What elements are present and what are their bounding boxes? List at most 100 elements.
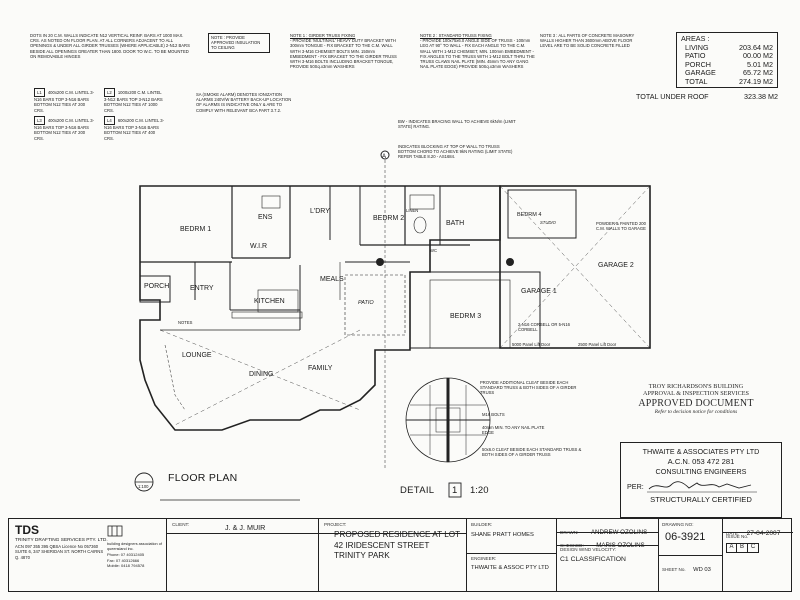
detail-note-edge: 40mm MIN. TO ANY NAIL PLATE EDGE [482,425,545,436]
under-roof-value: 323.38 [744,92,766,101]
issue-boxes: A B C [726,543,759,553]
lintel-l2: L2 1000x200 C.M. LINTEL 3-N12 BARS TOP 3… [104,88,166,113]
company-mobile: Mobile: 0418 794578 [107,562,145,568]
structurally-certified: STRUCTURALLY CERTIFIED [650,495,752,504]
detail-note-cleat-2: 50x6.0 CLEAT BESIDE EACH STANDARD TRUSS … [482,447,582,458]
project-cell: PROJECT: PROPOSED RESIDENCE AT LOT 42 IR… [319,519,467,591]
date-value: 27-04-2007 [746,530,781,537]
wind-value: C1 CLASSIFICATION [560,556,626,563]
smoke-alarm-note: SA (SMOKE ALARM) DENOTES IONIZATION ALAR… [196,92,292,113]
area-value: 00.00 [743,51,761,61]
section-marker-a: A [382,154,386,160]
room-patio: PATIO [358,300,374,306]
approval-stamp: TROY RICHARDSON'S BUILDING APPROVAL & IN… [628,383,764,415]
girder-fixing-body: - PROVIDE 'MULTINAIL' HEAVY DUTY BRACKET… [290,38,397,70]
lintel-l1: L1 400x200 C.M. LINTEL 3-N16 BARS TOP 3-… [34,88,96,113]
engineer-label: ENGINEER: [471,556,497,561]
area-unit: M2 [763,51,773,61]
reinforcement-note: DOTS IN 20 C.M. WALLS INDICATE N12 VERTI… [30,33,190,59]
area-label: PORCH [685,59,711,69]
areas-heading: AREAS : [681,34,710,43]
builder-cell: BUILDER: SHANE PRATT HOMES ENGINEER: THW… [467,519,557,591]
garage-panel-lift-2: 2500 Panel Lift Door [578,342,617,347]
under-roof-label: TOTAL UNDER ROOF [636,92,709,101]
room-lounge: LOUNGE [182,352,212,359]
room-linen: LINEN [406,208,419,213]
builder-label: BUILDER: [471,522,493,527]
client-value: J. & J. MUIR [225,523,266,532]
floor-plan-title: FLOOR PLAN [168,472,238,484]
client-cell: CLIENT: J. & J. MUIR [167,519,319,591]
wind-label: DESIGN WIND VELOCITY: [560,547,617,552]
garage-corbell-note: 2-N16 CORBELL OR 5-N16 CORBELL [518,322,570,333]
lintel-legend: L1 400x200 C.M. LINTEL 3-N16 BARS TOP 3-… [34,88,169,148]
masonry-note: NOTE 3 : ALL PARTS OF CONCRETE MASONRY W… [540,33,635,49]
sheet-row: SHEET No. WD 03 [662,558,711,576]
company-abbrev: TDS [15,523,39,537]
room-bath: BATH [446,220,465,227]
area-row-patio: PATIO 00.00 M2 [681,51,773,61]
bsa-block: building designers association of queens… [107,524,163,568]
area-label: TOTAL [685,76,708,86]
room-kitchen: KITCHEN [254,298,285,305]
lintel-l3-text: 400x200 C.M. LINTEL 3-N16 BARS TOP 3-N16… [34,118,95,141]
sheet-label: SHEET No. [662,567,686,572]
blocking-note: INDICATES BLOCKING AT TOP OF WALL TO TRU… [398,144,513,160]
drawing-no-cell: DRAWING NO: 06-3921 SHEET No. WD 03 [659,519,723,591]
drawing-no-label: DRAWING NO: [662,522,694,527]
standard-fixing-note: NOTE 2 : STANDARD TRUSS FIXING - PROVIDE… [420,33,535,69]
room-garage1: GARAGE 1 [521,288,557,295]
areas-table: AREAS : LIVING 203.64 M2 PATIO 00.00 M2 PO… [676,32,778,88]
engineer-signature [646,481,757,493]
lintel-l4-text: 600x200 C.M. LINTEL 3-N16 BARS TOP 3-N16… [104,118,165,141]
insulation-note-box: NOTE : PROVIDE APPROVED INSULATION TO CE… [208,33,270,53]
detail-scale: 1:20 [470,485,489,496]
room-porch: PORCH [144,283,170,290]
company-fax: Fax: 07 40312666 [107,557,140,563]
issue-b: B [737,543,748,553]
issue-a: A [726,543,737,553]
room-dining: DINING [249,371,274,378]
bsa-text: building designers association of queens… [107,542,162,552]
total-under-roof: TOTAL UNDER ROOF 323.38 M2 [636,92,778,101]
lintel-l3: L3 400x200 C.M. LINTEL 3-N16 BARS TOP 3-… [34,116,96,141]
lintel-l2-text: 1000x200 C.M. LINTEL 3-N12 BARS TOP 3-N1… [104,90,163,113]
detail-note-cleat: PROVIDE ADDITIONAL CLEAT BESIDE EACH STA… [480,380,577,396]
engineer-role: CONSULTING ENGINEERS [655,467,747,476]
area-label: GARAGE [685,68,716,78]
room-bedrm2: BEDRM 2 [373,215,405,222]
area-label: LIVING [685,42,709,52]
notes-label: NOTES [178,320,193,325]
area-value: 203.64 [739,42,761,52]
garage-wall-note: POWDER & PAINTED 200 C.M. WALLS TO GARAG… [596,221,646,232]
area-unit: M2 [763,76,773,86]
area-unit: M2 [763,59,773,69]
engineer-acn: A.C.N. 053 472 281 [667,457,735,466]
stamp-conditions: Refer to decision notice for conditions [654,409,738,415]
lintel-l4: L4 600x200 C.M. LINTEL 3-N16 BARS TOP 3-… [104,116,166,141]
area-value: 5.01 [747,59,761,69]
detail-number: 1 [452,485,458,496]
area-unit: M2 [763,68,773,78]
drawing-no-value: 06-3921 [665,531,706,543]
issue-label: ISSUE No. [726,534,749,539]
area-label: PATIO [685,51,706,61]
per-label: PER: [627,481,644,491]
engineer-name: THWAITE & ASSOCIATES PTY LTD [642,447,760,456]
sheet-value: WD 03 [693,567,711,573]
company-phone: Phone: 07 40312405 [107,552,145,558]
room-garage2: GARAGE 2 [598,262,634,269]
engineer-signature-line: PER: [627,479,775,493]
company-details: ACN 097 355 395 QBSA Licence No 057360 S… [15,544,104,560]
date-label: DATE: [726,531,740,536]
floor-plan-scale: 1:100 [138,484,149,489]
lintel-l1-text: 400x200 C.M. LINTEL 3-N16 BARS TOP 3-N16… [34,90,95,113]
under-roof-unit: M2 [768,92,778,101]
standard-fixing-body: - PROVIDE 100x75x6.0 ANGLE SIDE OF TRUSS… [420,38,535,70]
room-meals: MEALS [320,276,344,283]
engineer-certification: THWAITE & ASSOCIATES PTY LTD A.C.N. 053 … [620,442,782,518]
room-bedrm4-sub: STUDIO [540,220,556,225]
standard-fixing-title: NOTE 2 : STANDARD TRUSS FIXING [420,33,492,38]
